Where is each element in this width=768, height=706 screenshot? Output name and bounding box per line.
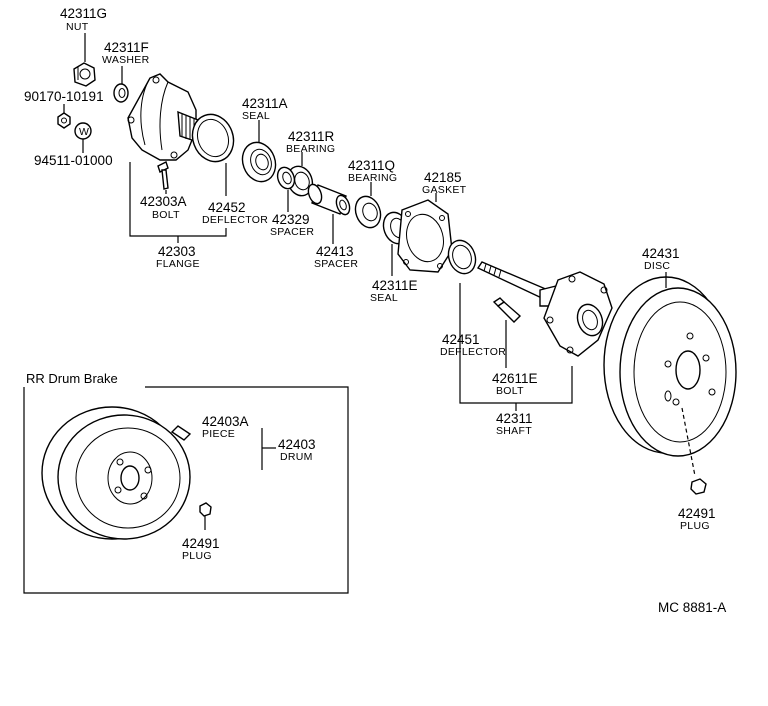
label-42311g-name: NUT (66, 21, 89, 33)
drum-42403-drawing (41, 406, 191, 540)
label-plug-disc-number: 42491 (678, 506, 716, 521)
label-42452-name: DEFLECTOR (202, 214, 268, 226)
flange-drawing (127, 73, 199, 161)
label-42311e-name: SEAL (370, 292, 398, 304)
label-42403a-number: 42403A (202, 414, 249, 429)
label-42611e-number: 42611E (492, 371, 538, 386)
label-42311-name: SHAFT (496, 425, 532, 437)
spacer-42329-drawing (276, 166, 296, 190)
label-42303-name: FLANGE (156, 258, 200, 270)
label-42303a-name: BOLT (152, 209, 180, 221)
gasket-42185-drawing (397, 199, 453, 273)
label-42451-number: 42451 (442, 332, 480, 347)
bolt-42611e-drawing (492, 297, 522, 323)
label-42611e-name: BOLT (496, 385, 524, 397)
label-plug-box-number: 42491 (182, 536, 220, 551)
disc-42431-drawing (603, 276, 737, 457)
label-42311e-number: 42311E (372, 278, 418, 293)
label-42451-name: DEFLECTOR (440, 346, 506, 358)
label-42303a-number: 42303A (140, 194, 187, 209)
label-42311a-number: 42311A (242, 96, 288, 111)
label-42452-number: 42452 (208, 200, 246, 215)
bolt-42303a-drawing (157, 161, 169, 190)
label-plug-box-name: PLUG (182, 550, 212, 562)
nut-42311g-drawing (73, 62, 96, 87)
label-42311q-number: 42311Q (348, 158, 395, 173)
leader-plug-disc (681, 407, 696, 477)
drum-box-title: RR Drum Brake (26, 371, 118, 386)
plug-42491-box-drawing (199, 502, 212, 517)
shaft-42311-drawing (476, 261, 613, 357)
drum-box (23, 386, 349, 594)
label-94511-number: 94511-01000 (34, 153, 113, 168)
spacer-42413-drawing (307, 183, 351, 216)
label-94511-mark: W (79, 126, 89, 138)
label-42403a-name: PIECE (202, 428, 235, 440)
label-42311f-number: 42311F (104, 40, 149, 55)
label-42431-name: DISC (644, 260, 670, 272)
nut-90170-drawing (57, 112, 71, 129)
label-42329-number: 42329 (272, 212, 310, 227)
seal-42311a-drawing (241, 141, 277, 183)
label-42431-number: 42431 (642, 246, 680, 261)
label-42413-name: SPACER (314, 258, 358, 270)
label-plug-disc-name: PLUG (680, 520, 710, 532)
label-42311-number: 42311 (496, 411, 533, 426)
label-42311f-name: WASHER (102, 54, 150, 66)
label-42311q-name: BEARING (348, 172, 397, 184)
drum-box-frame (23, 386, 349, 594)
label-42185-name: GASKET (422, 184, 467, 196)
label-42329-name: SPACER (270, 226, 314, 238)
label-42403-number: 42403 (278, 437, 316, 452)
deflector-42452-drawing (191, 113, 235, 163)
bearing-42311q-drawing (354, 195, 382, 229)
label-42303-number: 42303 (158, 244, 196, 259)
plug-42491-drawing (690, 478, 707, 495)
label-42185-number: 42185 (424, 170, 462, 185)
label-42311r-name: BEARING (286, 143, 335, 155)
label-42413-number: 42413 (316, 244, 354, 259)
label-42311a-name: SEAL (242, 110, 270, 122)
washer-42311f-drawing (113, 83, 129, 103)
piece-42403a-drawing (170, 425, 192, 441)
label-42311r-number: 42311R (288, 129, 335, 144)
deflector-42451-drawing (447, 239, 477, 275)
label-90170-number: 90170-10191 (24, 89, 104, 104)
diagram-code: MC 8881-A (658, 600, 726, 615)
label-42311g-number: 42311G (60, 6, 107, 21)
label-42403-name: DRUM (280, 451, 313, 463)
